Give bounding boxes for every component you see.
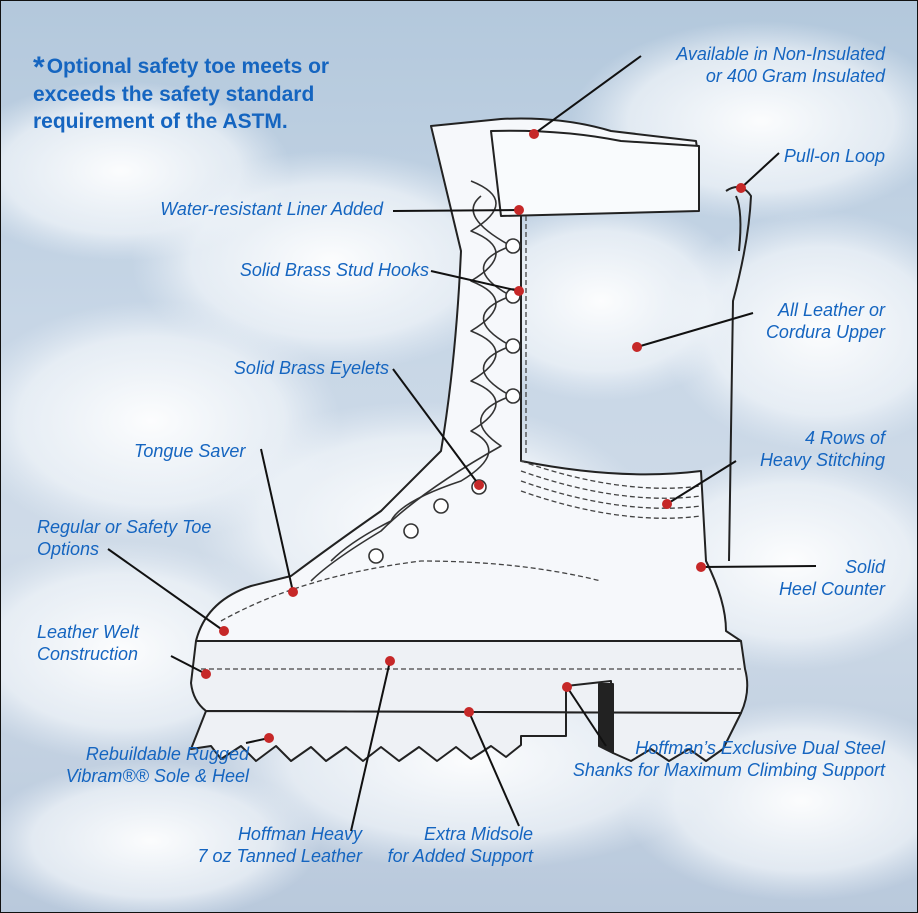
label-shanks: Hoffman’s Exclusive Dual Steel Shanks fo… [573, 737, 885, 781]
label-heel-counter: Solid Heel Counter [779, 556, 885, 600]
dot-sole [264, 733, 274, 743]
dot-tongue-saver [288, 587, 298, 597]
dot-toe-options [219, 626, 229, 636]
dot-insulation [529, 129, 539, 139]
dot-leather [385, 656, 395, 666]
dot-welt [201, 669, 211, 679]
dot-pull-loop [736, 183, 746, 193]
safety-toe-note-text: Optional safety toe meets or exceeds the… [33, 55, 329, 133]
dot-eyelets [474, 480, 484, 490]
label-tongue-saver: Tongue Saver [134, 440, 245, 462]
label-eyelets: Solid Brass Eyelets [234, 357, 389, 379]
dot-heel-counter [696, 562, 706, 572]
dot-stud-hooks [514, 286, 524, 296]
dot-midsole [464, 707, 474, 717]
label-pull-loop: Pull-on Loop [784, 145, 885, 167]
label-midsole: Extra Midsole for Added Support [388, 823, 533, 867]
dot-liner [514, 205, 524, 215]
asterisk-icon: * [33, 51, 45, 84]
label-toe-options: Regular or Safety Toe Options [37, 516, 211, 560]
label-insulation: Available in Non-Insulated or 400 Gram I… [676, 43, 885, 87]
dot-stitching [662, 499, 672, 509]
label-stitching: 4 Rows of Heavy Stitching [760, 427, 885, 471]
dot-shanks [562, 682, 572, 692]
label-upper: All Leather or Cordura Upper [766, 299, 885, 343]
dot-upper [632, 342, 642, 352]
label-liner: Water-resistant Liner Added [160, 198, 383, 220]
label-leather: Hoffman Heavy 7 oz Tanned Leather [198, 823, 362, 867]
label-stud-hooks: Solid Brass Stud Hooks [240, 259, 429, 281]
label-sole: Rebuildable Rugged Vibram®® Sole & Heel [66, 743, 249, 787]
label-welt: Leather Welt Construction [37, 621, 139, 665]
safety-toe-note: *Optional safety toe meets or exceeds th… [33, 53, 393, 135]
